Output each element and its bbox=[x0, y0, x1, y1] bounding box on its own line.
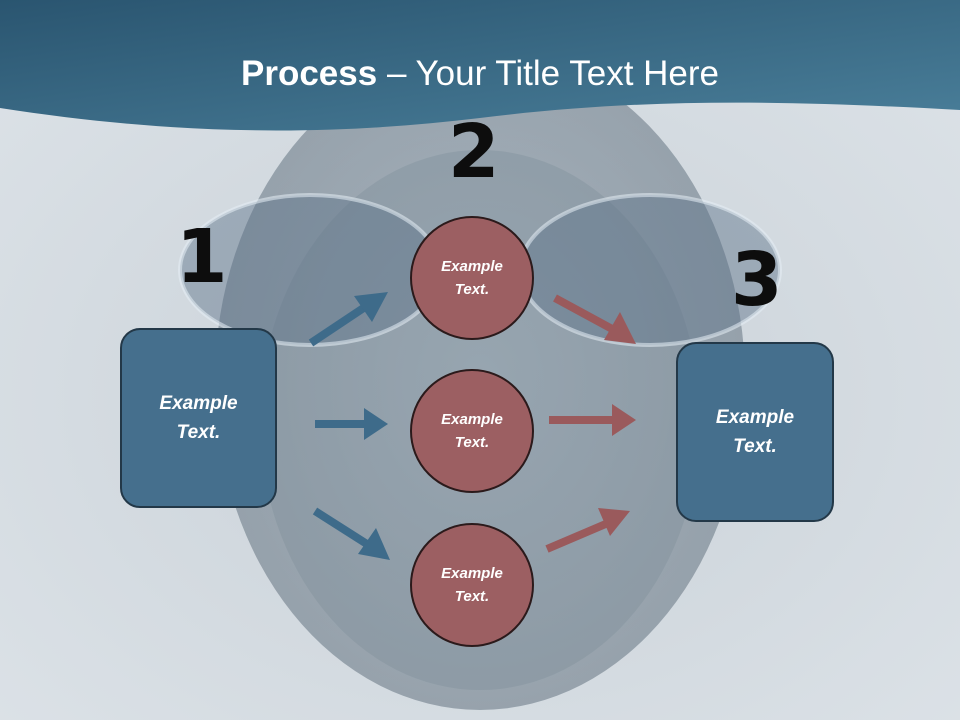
step-2-circle-bottom: Example Text. bbox=[410, 523, 534, 647]
step-3-box: Example Text. bbox=[676, 342, 834, 522]
circle-top-text: Example Text. bbox=[441, 258, 503, 298]
arrow-1-to-top bbox=[308, 292, 388, 347]
circle-middle-text: Example Text. bbox=[441, 411, 503, 451]
step-1-box-text: Example Text. bbox=[159, 393, 238, 443]
title-rest: – Your Title Text Here bbox=[377, 54, 719, 93]
arrow-1-to-middle bbox=[315, 408, 388, 440]
arrow-top-to-3 bbox=[553, 294, 636, 344]
title-bold: Process bbox=[241, 54, 378, 93]
step-1-box: Example Text. bbox=[120, 328, 277, 508]
arrow-middle-to-3 bbox=[549, 404, 636, 436]
step-2-circle-middle: Example Text. bbox=[410, 369, 534, 493]
step-number-1: 1 bbox=[176, 214, 228, 300]
circle-bottom-text: Example Text. bbox=[441, 565, 503, 605]
arrow-bottom-to-3 bbox=[545, 508, 630, 553]
step-3-box-text: Example Text. bbox=[715, 407, 795, 457]
step-number-3: 3 bbox=[731, 237, 783, 323]
step-number-2: 2 bbox=[448, 109, 500, 195]
slide-title: Process – Your Title Text Here bbox=[0, 52, 960, 96]
arrow-1-to-bottom bbox=[312, 507, 390, 560]
step-2-circle-top: Example Text. bbox=[410, 216, 534, 340]
